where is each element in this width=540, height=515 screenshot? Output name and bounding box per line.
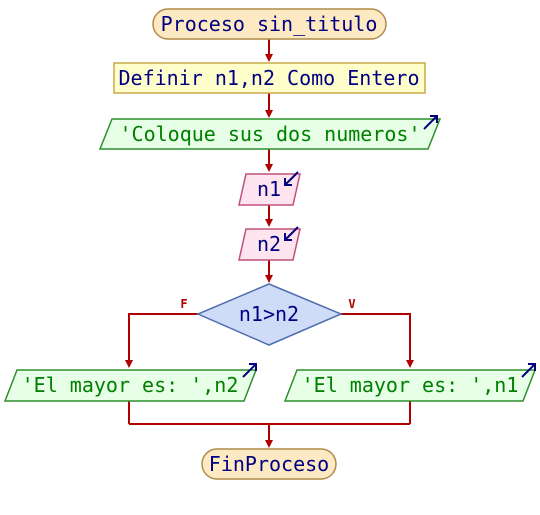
connector-true-branch bbox=[341, 313, 414, 368]
output-true-label: 'El mayor es: ',n1 bbox=[302, 373, 519, 397]
start-terminal[interactable]: Proceso sin_titulo bbox=[152, 8, 387, 40]
prompt-output-box[interactable]: 'Coloque sus dos numeros' bbox=[98, 115, 442, 150]
input-arrow-icon bbox=[284, 226, 299, 241]
start-label: Proceso sin_titulo bbox=[161, 12, 378, 36]
end-terminal[interactable]: FinProceso bbox=[201, 448, 337, 480]
input-n1-box[interactable]: n1 bbox=[238, 171, 301, 206]
input-arrow-icon bbox=[284, 171, 299, 186]
connector-false-branch bbox=[125, 313, 198, 368]
output-false-box[interactable]: 'El mayor es: ',n2 bbox=[3, 363, 258, 402]
input-n1-label: n1 bbox=[257, 177, 281, 201]
output-true-box[interactable]: 'El mayor es: ',n1 bbox=[283, 363, 537, 402]
end-label: FinProceso bbox=[209, 452, 329, 476]
output-arrow-icon bbox=[242, 363, 257, 378]
input-n2-box[interactable]: n2 bbox=[238, 226, 301, 261]
decision-diamond[interactable]: n1>n2 bbox=[196, 283, 343, 346]
define-label: Definir n1,n2 Como Entero bbox=[118, 66, 419, 90]
output-false-label: 'El mayor es: ',n2 bbox=[22, 373, 239, 397]
define-process-box[interactable]: Definir n1,n2 Como Entero bbox=[113, 62, 426, 94]
false-branch-label: F bbox=[180, 297, 187, 311]
output-arrow-icon bbox=[423, 115, 438, 130]
prompt-label: 'Coloque sus dos numeros' bbox=[119, 122, 420, 146]
output-arrow-icon bbox=[521, 363, 536, 378]
input-n2-label: n2 bbox=[257, 232, 281, 256]
true-branch-label: V bbox=[348, 297, 355, 311]
decision-label: n1>n2 bbox=[239, 302, 299, 326]
